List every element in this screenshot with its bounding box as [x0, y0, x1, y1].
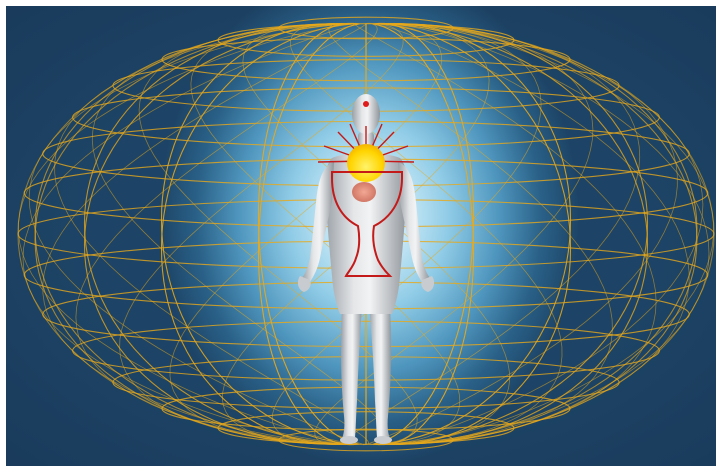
crown-point	[363, 101, 369, 107]
heart	[352, 182, 376, 202]
human-figure	[6, 6, 716, 466]
left-leg	[341, 306, 362, 438]
scene	[6, 6, 716, 466]
sun	[347, 144, 385, 182]
right-leg	[369, 306, 391, 438]
